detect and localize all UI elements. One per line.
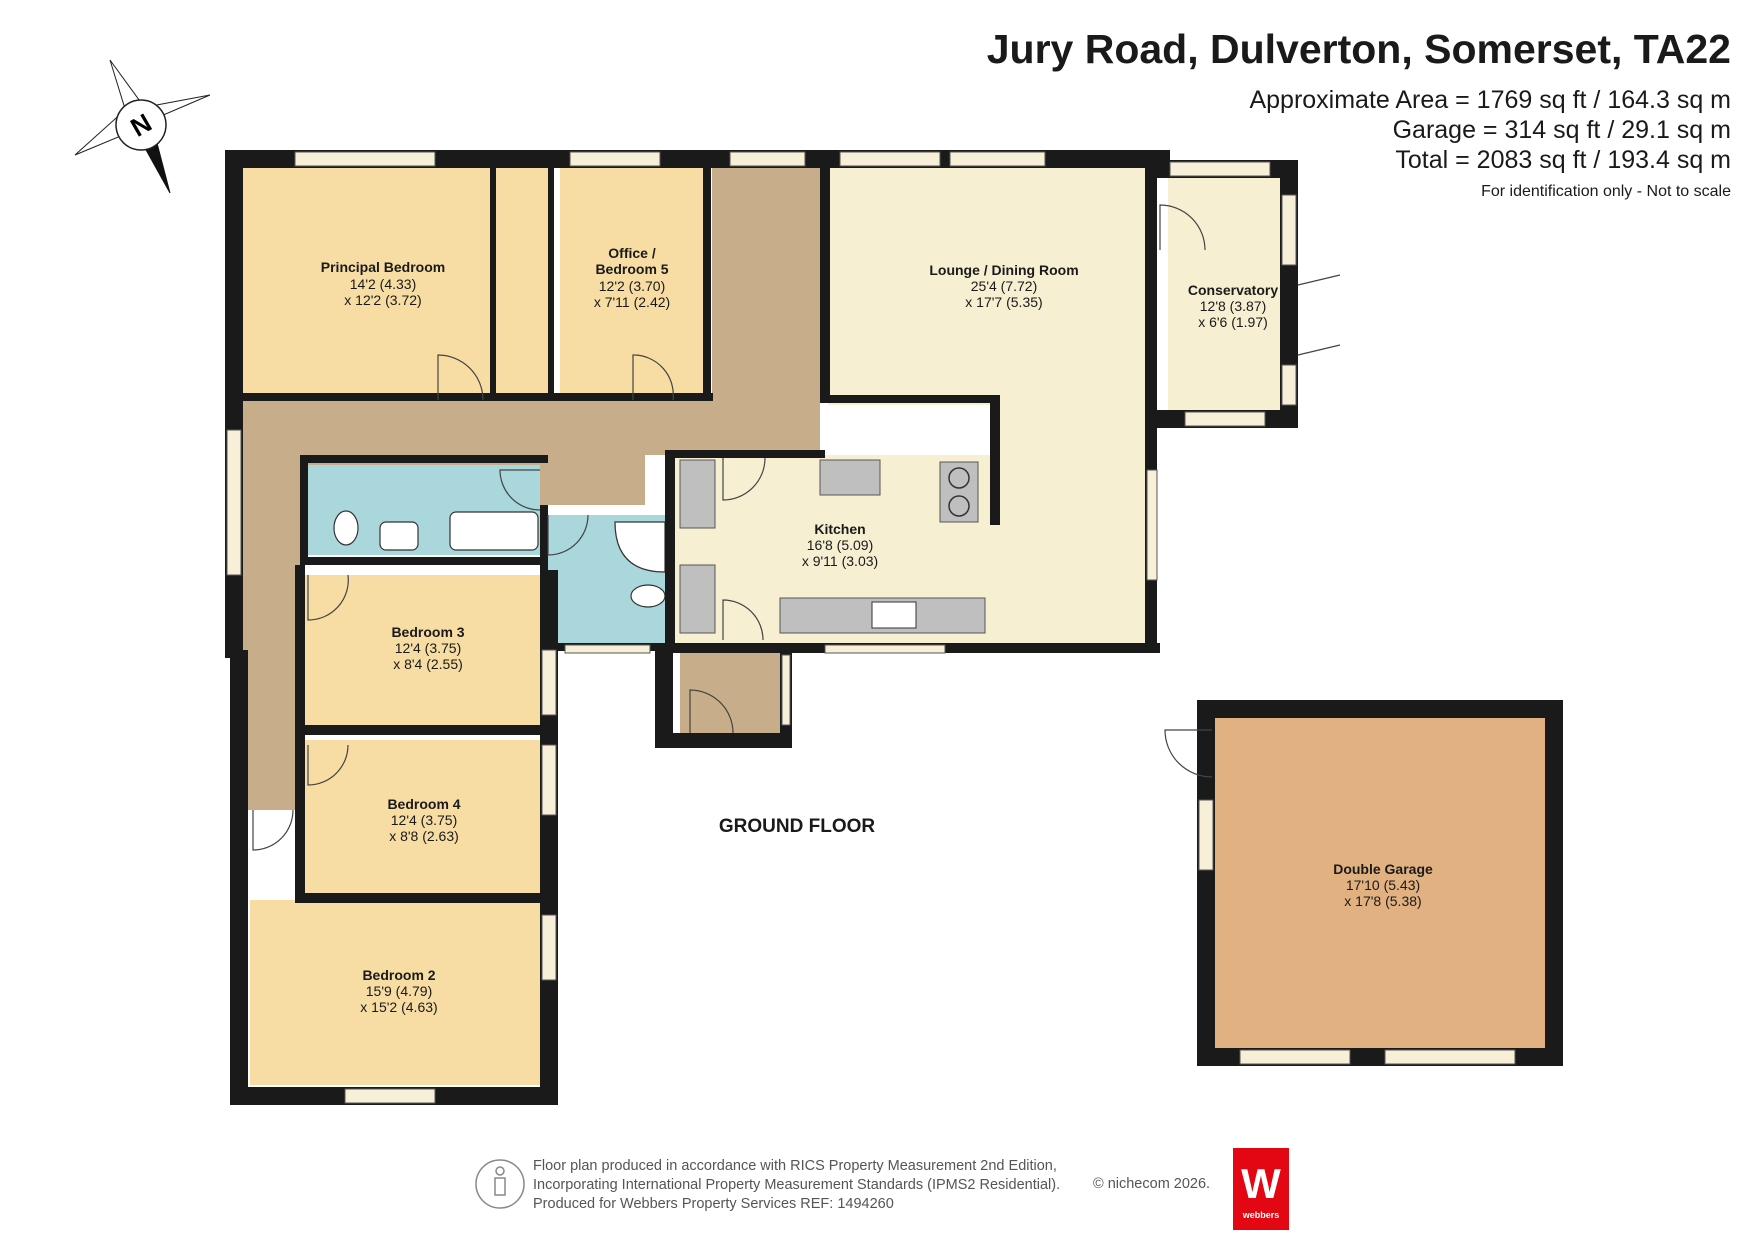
hall-lobby xyxy=(712,160,820,400)
lounge-dim2: x 17'7 (5.35) xyxy=(965,294,1042,310)
conservatory-dim1: 12'8 (3.87) xyxy=(1200,298,1267,314)
principal-bedroom xyxy=(243,168,490,395)
bedroom-3-name: Bedroom 3 xyxy=(391,624,464,640)
hob-ring-icon xyxy=(948,467,970,489)
bedroom-4-dim1: 12'4 (3.75) xyxy=(391,812,458,828)
floor-label: GROUND FLOOR xyxy=(719,816,875,837)
double-garage xyxy=(1215,718,1545,1048)
bath-tub xyxy=(449,511,539,551)
hob-ring-icon xyxy=(948,495,970,517)
garage-dim1: 17'10 (5.43) xyxy=(1346,877,1420,893)
compass-icon: N xyxy=(74,59,211,194)
bedroom-3-dim1: 12'4 (3.75) xyxy=(395,640,462,656)
windows xyxy=(226,151,1516,1104)
footer-line-2: Incorporating International Property Mea… xyxy=(533,1177,1061,1193)
property-title: Jury Road, Dulverton, Somerset, TA22 xyxy=(986,26,1731,72)
wash-basin xyxy=(379,521,419,551)
lounge-name: Lounge / Dining Room xyxy=(929,262,1078,278)
lounge-dining-room xyxy=(828,168,1150,645)
principal-bedroom-dim2: x 12'2 (3.72) xyxy=(344,292,421,308)
bedroom-2-dim1: 15'9 (4.79) xyxy=(366,983,433,999)
shower-tray xyxy=(614,521,666,573)
entrance-porch xyxy=(680,650,790,740)
office-name-line1: Office / xyxy=(608,245,656,261)
footer-line-1: Floor plan produced in accordance with R… xyxy=(533,1158,1057,1174)
kitchen-dim1: 16'8 (5.09) xyxy=(807,537,874,553)
copyright-text: © nichecom 2026. xyxy=(1093,1176,1211,1192)
bedroom-4-name: Bedroom 4 xyxy=(387,796,460,812)
office-dim1: 12'2 (3.70) xyxy=(599,278,666,294)
bedroom-2 xyxy=(250,900,540,1085)
bedroom-3-dim2: x 8'4 (2.55) xyxy=(393,656,463,672)
doors xyxy=(252,204,1341,851)
principal-bedroom-name: Principal Bedroom xyxy=(321,259,445,275)
total-area: Total = 2083 sq ft / 193.4 sq m xyxy=(1395,146,1731,174)
kitchen-dim2: x 9'11 (3.03) xyxy=(802,553,878,569)
logo-brand: webbers xyxy=(1242,1210,1280,1220)
conservatory-dim2: x 6'6 (1.97) xyxy=(1198,314,1268,330)
toilet-icon xyxy=(630,584,666,608)
bedroom-2-name: Bedroom 2 xyxy=(362,967,435,983)
bedroom-3 xyxy=(305,575,540,725)
wardrobe-area xyxy=(490,168,552,395)
office-dim2: x 7'11 (2.42) xyxy=(594,294,670,310)
footer-text: Floor plan produced in accordance with R… xyxy=(533,1157,1060,1214)
kitchen-worktop-left-upper xyxy=(679,459,716,529)
conservatory-name: Conservatory xyxy=(1188,282,1278,298)
logo-letter: W xyxy=(1241,1160,1281,1207)
approximate-area: Approximate Area = 1769 sq ft / 164.3 sq… xyxy=(1249,86,1731,114)
bedroom-2-dim2: x 15'2 (4.63) xyxy=(360,999,437,1015)
principal-bedroom-dim1: 14'2 (4.33) xyxy=(350,276,417,292)
kitchen-sink xyxy=(871,601,917,629)
kitchen-name: Kitchen xyxy=(814,521,865,537)
webbers-logo: W webbers xyxy=(1233,1148,1289,1230)
bedroom-4 xyxy=(305,740,540,895)
office-name-line2: Bedroom 5 xyxy=(595,261,668,277)
toilet-icon xyxy=(333,510,359,546)
garage-area: Garage = 314 sq ft / 29.1 sq m xyxy=(1392,116,1731,144)
lounge-dim1: 25'4 (7.72) xyxy=(971,278,1038,294)
conservatory xyxy=(1168,178,1290,410)
person-icon xyxy=(475,1159,525,1209)
footer-line-3: Produced for Webbers Property Services R… xyxy=(533,1196,894,1212)
garage-dim2: x 17'8 (5.38) xyxy=(1344,893,1421,909)
kitchen-worktop-left-lower xyxy=(679,564,716,634)
identification-note: For identification only - Not to scale xyxy=(1481,183,1731,200)
kitchen-worktop-top xyxy=(819,459,881,496)
kitchen-hob xyxy=(939,461,979,523)
garage-name: Double Garage xyxy=(1333,861,1433,877)
bedroom-4-dim2: x 8'8 (2.63) xyxy=(389,828,459,844)
